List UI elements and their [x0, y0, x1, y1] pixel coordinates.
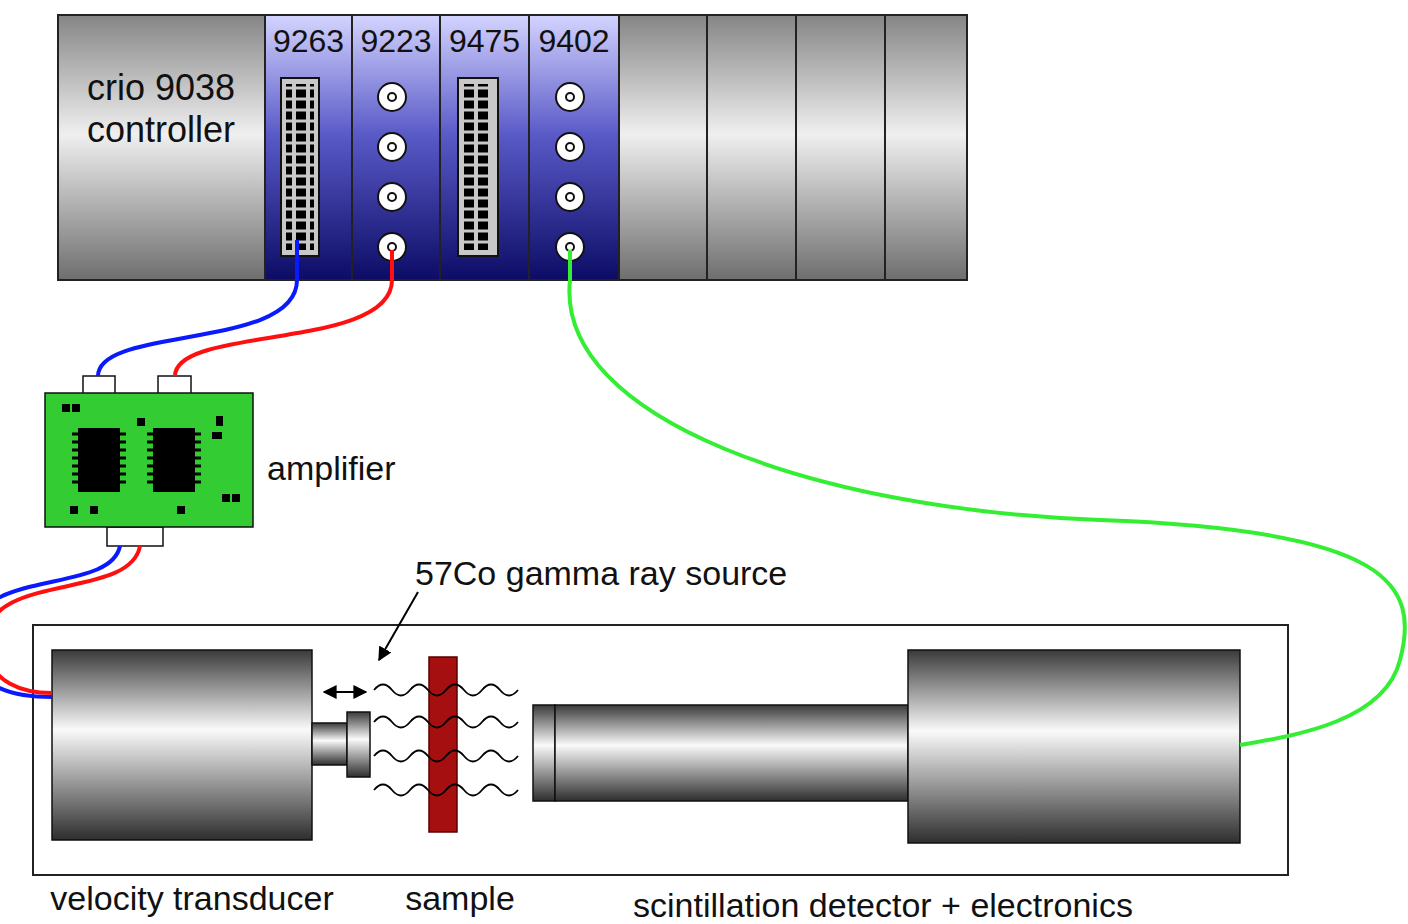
transducer-body [52, 650, 312, 840]
signal-wire [0, 546, 140, 693]
sample-slab [429, 657, 457, 832]
crio-chassis [58, 15, 967, 280]
amplifier-board [45, 376, 253, 546]
bnc-connector [378, 83, 584, 261]
node-label: sample [390, 878, 530, 918]
signal-wire [0, 546, 120, 697]
node-label: 9402 [529, 23, 619, 61]
node-label: amplifier [267, 448, 432, 488]
callout-label: 57Co gamma ray source [415, 553, 855, 593]
io-module: 9475 [440, 15, 529, 280]
amplifier-board: amplifier [45, 376, 435, 546]
wire-stub [297, 240, 570, 280]
detector-electronics [908, 650, 1240, 843]
node-label: crio 9038 controller [71, 67, 251, 152]
signal-wire [569, 280, 1405, 745]
io-module: 9263 [265, 15, 352, 280]
transducer-rod [312, 723, 347, 765]
node-label: 9223 [352, 23, 440, 61]
node-label: 9263 [265, 23, 352, 61]
dsub-connector [281, 78, 498, 256]
sample-slab: sample [390, 657, 530, 832]
io-module: 9223 [352, 15, 440, 280]
node-label: velocity transducer [22, 878, 362, 918]
signal-wire [175, 280, 392, 376]
leader-line [379, 592, 418, 660]
bench-outline [33, 625, 1288, 875]
motion-arrow [324, 691, 366, 693]
gamma-waves [374, 685, 518, 796]
scintillation-detector: scintillation detector + electronics [533, 650, 1240, 843]
detector-window [533, 705, 555, 801]
node-label: scintillation detector + electronics [563, 885, 1203, 924]
velocity-transducer: velocity transducer [52, 650, 312, 840]
controller-block: crio 9038 controller [58, 15, 265, 280]
node-label: 9475 [440, 23, 529, 61]
detector-tube [555, 705, 908, 801]
source-disk [347, 712, 370, 777]
signal-wire [98, 280, 297, 376]
io-module: 9402 [529, 15, 619, 280]
